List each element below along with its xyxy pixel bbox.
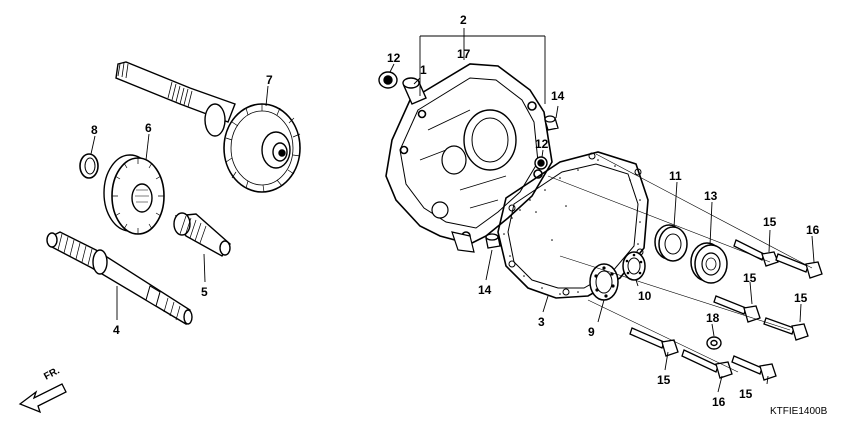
bolt-part-15-a — [733, 239, 779, 267]
callout-17: 17 — [457, 47, 471, 61]
bearing-part-9 — [589, 263, 619, 301]
callout-1: 1 — [420, 63, 427, 77]
bolt-part-16-a — [775, 253, 823, 279]
callout-7: 7 — [266, 73, 273, 87]
diagram-code: KTFIE1400B — [770, 406, 828, 417]
callout-9: 9 — [588, 325, 595, 339]
bush-part-1 — [402, 77, 427, 105]
callout-15-d: 15 — [657, 373, 671, 387]
oil-seal-part-12-lower — [534, 156, 548, 170]
bolt-part-15-c — [763, 317, 809, 341]
callout-15-c: 15 — [794, 291, 808, 305]
bolt-part-15-d — [629, 327, 679, 357]
callout-12-lower: 12 — [535, 137, 549, 151]
counter-gear-part-6 — [103, 154, 165, 235]
callout-10: 10 — [638, 289, 652, 303]
callout-3: 3 — [538, 315, 545, 329]
bearing-part-10 — [622, 251, 646, 281]
bearing-part-11 — [654, 224, 688, 262]
callout-16-b: 16 — [712, 395, 726, 409]
front-direction-arrow: FR. — [18, 365, 67, 414]
callout-16-a: 16 — [806, 223, 820, 237]
pinion-shaft-part-5 — [173, 212, 231, 257]
gasket-part-3 — [497, 151, 649, 299]
transmission-case-part-17 — [385, 63, 553, 253]
callout-5: 5 — [201, 285, 208, 299]
callout-13: 13 — [704, 189, 718, 203]
callout-2: 2 — [460, 13, 467, 27]
bolt-part-16-b — [681, 349, 733, 379]
callout-15-a: 15 — [763, 215, 777, 229]
callout-8: 8 — [91, 123, 98, 137]
dowel-pin-part-14-lower — [485, 233, 501, 249]
drive-shaft-part-4 — [46, 231, 193, 326]
oil-seal-part-12-upper — [378, 71, 398, 89]
callout-6: 6 — [145, 121, 152, 135]
front-direction-label: FR. — [42, 365, 62, 382]
callout-18: 18 — [706, 311, 720, 325]
bolt-part-15-b — [713, 295, 761, 323]
callout-14-upper: 14 — [551, 89, 565, 103]
oil-seal-part-13 — [690, 242, 728, 284]
bolt-part-15-e — [731, 355, 777, 381]
callout-14-lower: 14 — [478, 283, 492, 297]
dowel-pin-part-14-upper — [544, 115, 559, 131]
washer-part-18 — [706, 336, 722, 350]
callout-4: 4 — [113, 323, 120, 337]
washer-part-8 — [79, 153, 99, 179]
callout-12-upper: 12 — [387, 51, 401, 65]
leader-lines — [90, 28, 815, 393]
final-shaft-part-7 — [115, 61, 301, 193]
callout-labels: 1 2 3 4 5 6 7 8 9 10 11 12 12 13 14 14 1… — [91, 13, 820, 409]
callout-15-b: 15 — [743, 271, 757, 285]
callout-15-e: 15 — [739, 387, 753, 401]
callout-11: 11 — [669, 169, 682, 183]
